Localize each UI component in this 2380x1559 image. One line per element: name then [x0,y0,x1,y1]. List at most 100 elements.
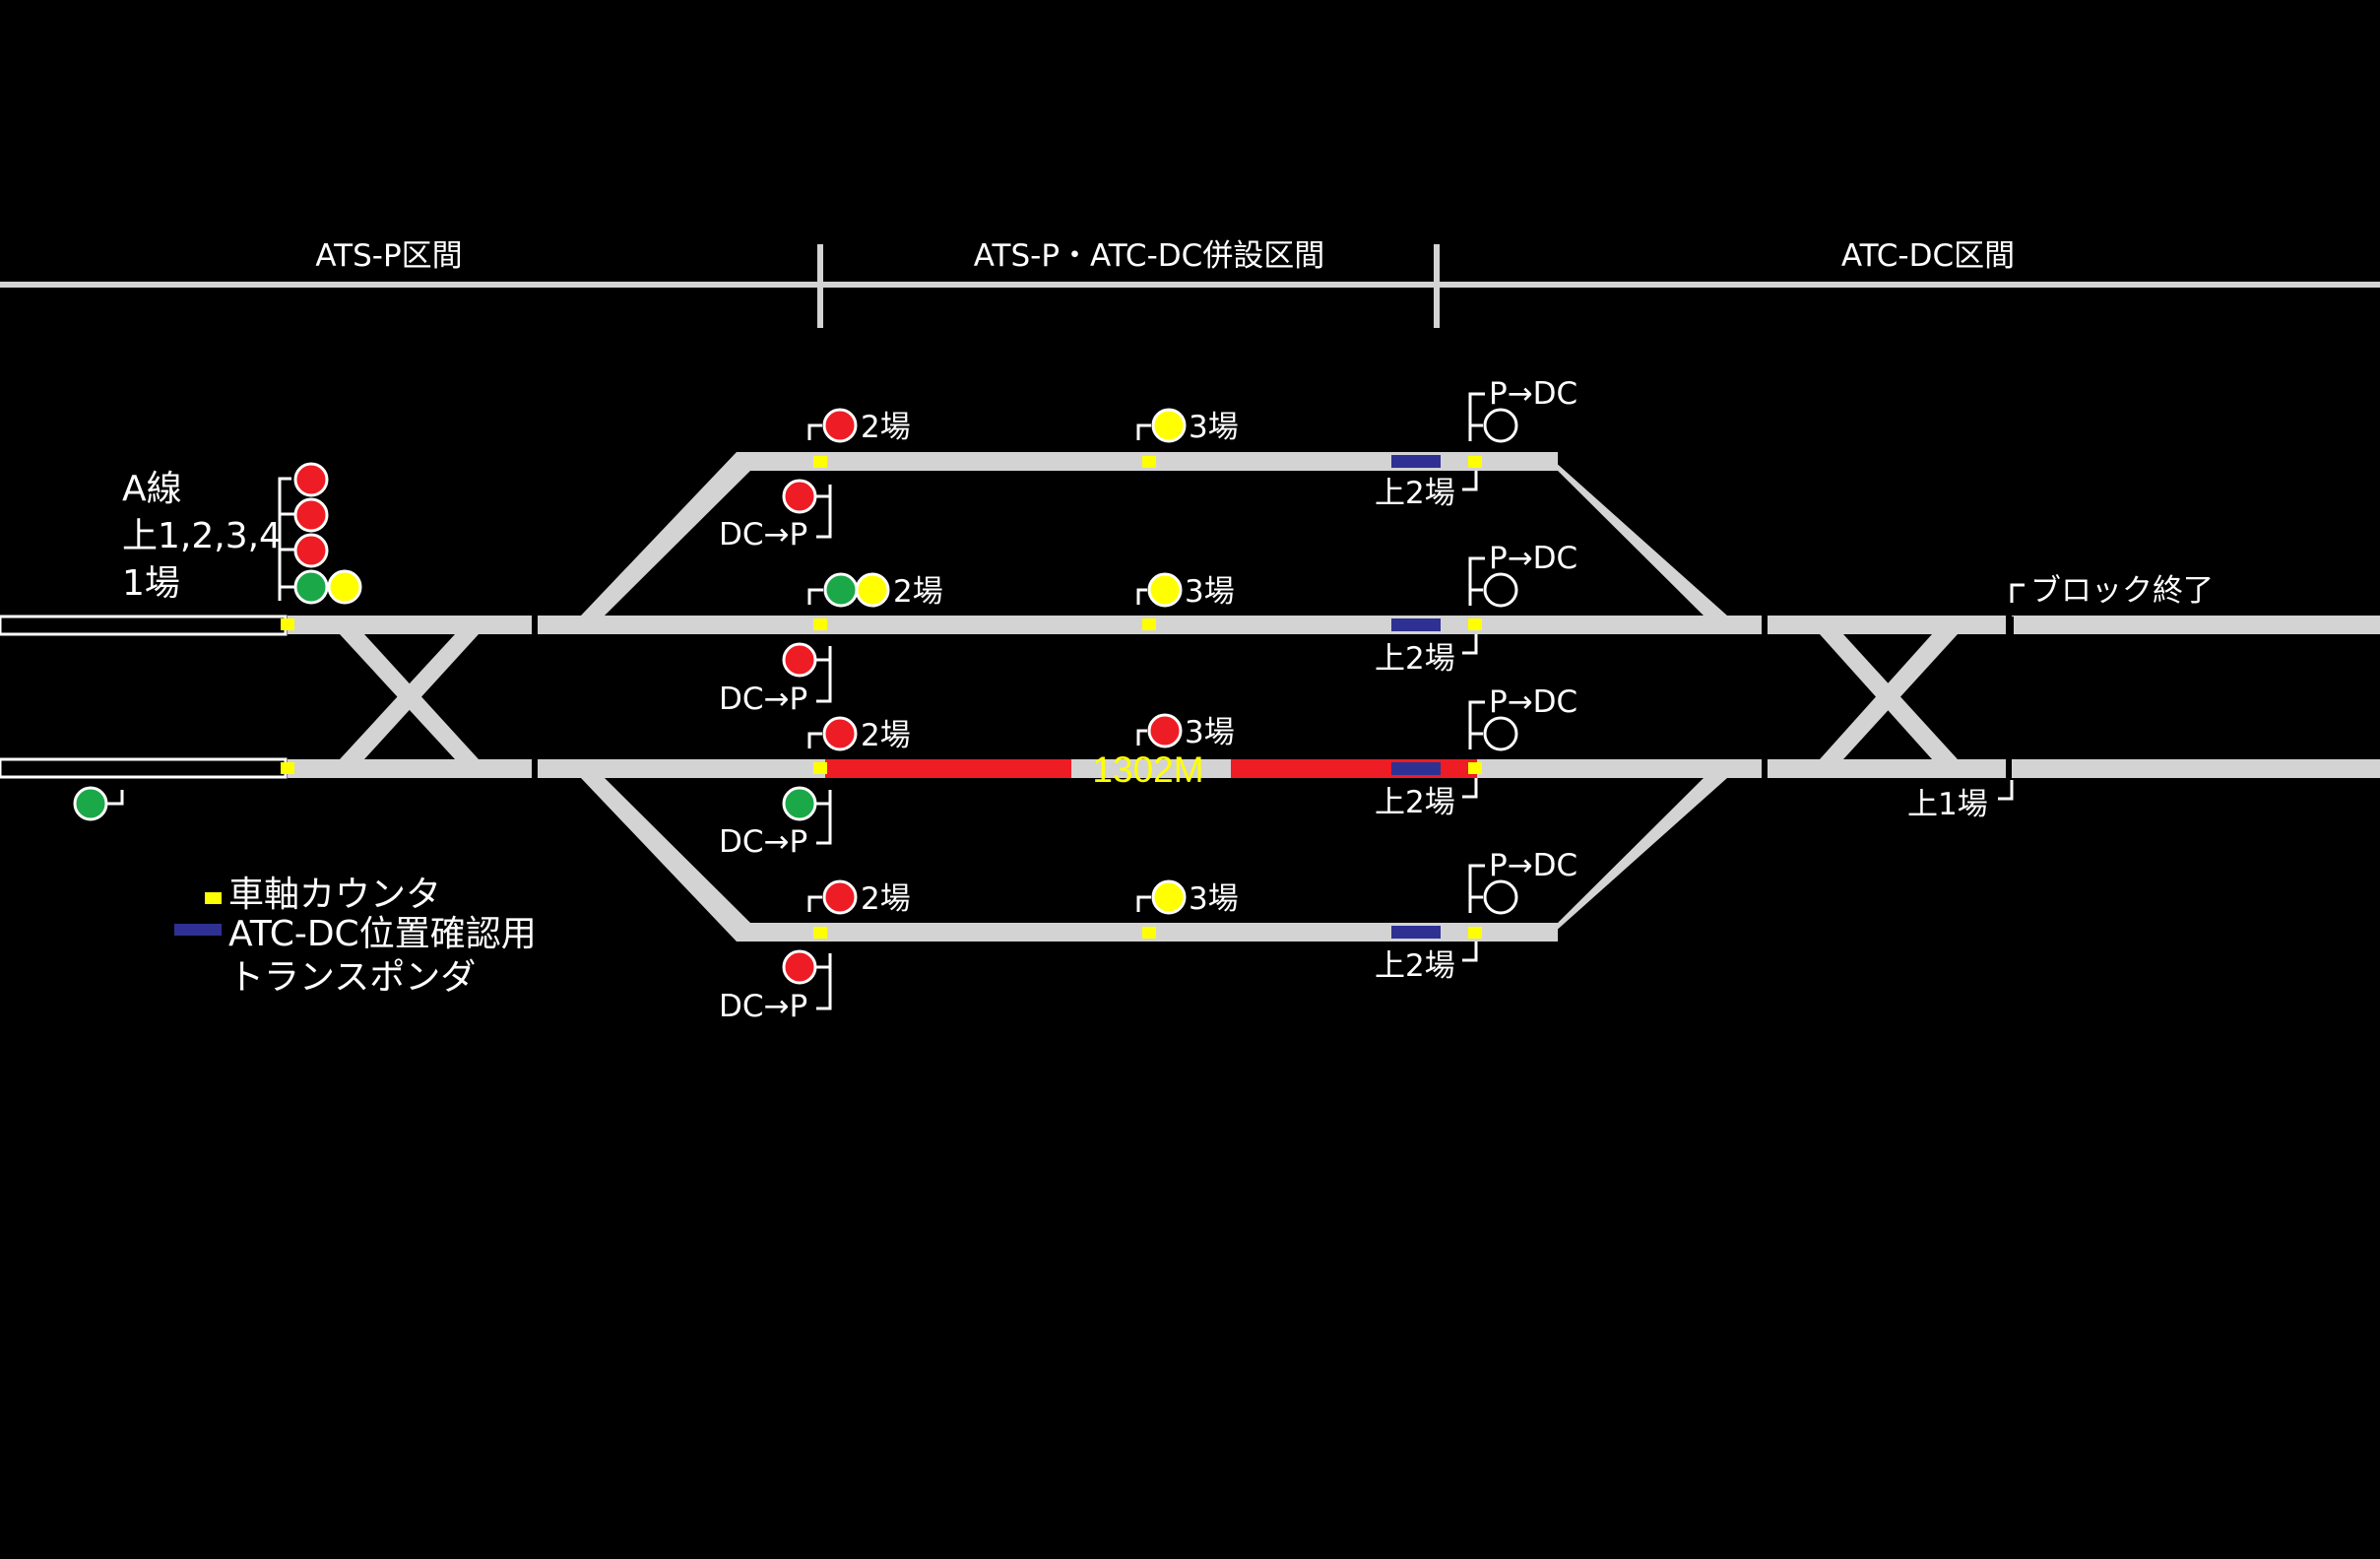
markers-up-2jo: 上2場 上2場 上2場 上2場 [1375,471,1478,984]
up-1jo-label: 上1場 [1907,787,1988,822]
signals-2jo: 2場 2場 2場 2場 [807,408,943,917]
signals-3jo: 3場 3場 3場 3場 [1136,408,1239,917]
marker-post [1462,471,1478,491]
home-signal-post [278,477,291,601]
markers-p-to-dc: P→DC P→DC P→DC P→DC [1468,376,1577,915]
green-lamp [823,572,859,608]
signal-post [1136,588,1147,605]
red-lamp [1147,713,1183,748]
section-divider-1 [817,244,823,328]
unlit-lamp [1483,716,1518,751]
signal-label-2jo: 2場 [861,718,911,753]
green-lamp [293,569,329,605]
approach-track-upper [0,615,288,636]
red-lamp [782,949,817,985]
signal-post [107,790,124,806]
home-signal-line: A線 [122,469,182,509]
marker-post [1462,942,1478,962]
section-label-mixed: ATS-P・ATC-DC併設区間 [974,238,1325,274]
up-2jo-label: 上2場 [1375,476,1455,511]
home-signal-a: A線 上1,2,3,4 1場 [122,462,362,605]
signals-dc-to-p: DC→P DC→P DC→P DC→P [719,479,832,1024]
signal-post [816,953,832,1010]
yellow-lamp [855,572,890,608]
axle-counter [813,456,827,468]
transponder [1391,455,1441,468]
train-occupancy-left [825,759,1071,778]
block-end-post [2010,583,2025,603]
signal-label-2jo: 2場 [861,881,911,917]
red-lamp [293,497,329,533]
signal-label-3jo: 3場 [1189,410,1239,445]
axle-counter [813,927,827,939]
signal-post [807,423,822,440]
legend-transponder-label-1: ATC-DC位置確認用 [228,914,537,954]
marker-post [1468,392,1485,441]
dc-to-p-label: DC→P [719,989,807,1024]
legend-transponder-swatch [174,924,222,936]
track-2-seg-d [2012,616,2380,634]
red-lamp [782,642,817,678]
yellow-lamp [327,569,362,605]
track-1-left-turnout [581,452,750,616]
signal-post [807,895,822,912]
up-1jo-post [1998,780,2014,801]
dc-to-p-label: DC→P [719,824,807,860]
axle-counter [1142,927,1156,939]
signal-post [1136,423,1151,440]
section-label-atc-dc: ATC-DC区間 [1841,238,2015,274]
track-3-seg-d [2012,759,2380,778]
legend: 車軸カウンタ ATC-DC位置確認用 トランスポンダ [174,875,537,998]
signal-post [807,588,823,605]
green-lamp [73,786,108,821]
red-lamp [822,879,858,915]
block-gap [2009,617,2014,634]
signal-label-3jo: 3場 [1185,574,1235,610]
axle-counter [813,618,827,630]
axle-counter [1468,927,1482,939]
track-1-right-turnout [1544,452,1727,616]
transponders [1391,455,1441,939]
red-lamp [822,408,858,443]
up-2jo-label: 上2場 [1375,641,1455,677]
signal-post [816,485,832,539]
axle-counter [1142,456,1156,468]
section-boundary-line [0,282,2380,288]
yellow-lamp [1147,572,1183,608]
block-markers: ブロック終了 上1場 [1907,573,2214,822]
axle-counter [281,618,294,630]
red-lamp [293,533,329,568]
axle-counter [281,762,294,774]
approach-track-lower [0,757,288,779]
red-lamp [822,716,858,751]
signal-post [816,646,832,703]
track-2-seg-a [288,616,532,634]
track-4-left-turnout [581,778,750,942]
signal-label-2jo: 2場 [861,410,911,445]
axle-counters [281,456,1482,939]
signal-label-2jo: 2場 [893,574,943,610]
transponder [1391,762,1441,775]
axle-counter [813,762,827,774]
signal-post [1136,729,1147,746]
marker-post [1462,778,1478,799]
signal-label-3jo: 3場 [1189,881,1239,917]
legend-transponder-label-2: トランスポンダ [228,957,476,998]
section-divider-2 [1434,244,1440,328]
legend-axle-counter-swatch [205,892,222,904]
right-crossover-b [1820,634,1958,759]
axle-counter [1468,456,1482,468]
home-signal-tracks: 上1,2,3,4 [122,516,282,556]
yellow-lamp [1151,879,1187,915]
signal-label-3jo: 3場 [1185,715,1235,750]
up-2jo-label: 上2場 [1375,948,1455,984]
track-3-seg-a [288,759,532,778]
yellow-lamp [1151,408,1187,443]
p-to-dc-label: P→DC [1489,376,1577,412]
track-4-right-turnout [1544,778,1727,942]
dc-to-p-label: DC→P [719,682,807,717]
p-to-dc-label: P→DC [1489,684,1577,720]
dc-to-p-label: DC→P [719,517,807,552]
signal-post [807,732,822,748]
